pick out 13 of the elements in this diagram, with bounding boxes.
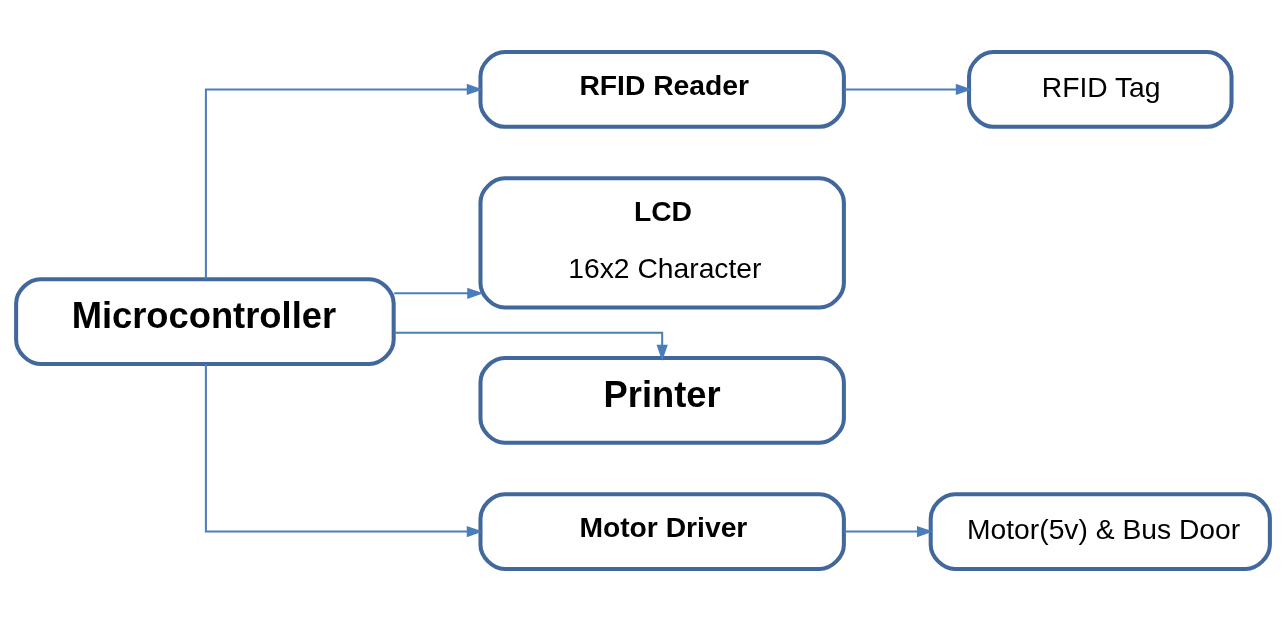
- arrow: [844, 83, 972, 95]
- arrow: [204, 83, 483, 279]
- node-box: Microcontroller: [14, 276, 396, 366]
- arrow: [394, 331, 668, 361]
- arrow: [204, 363, 483, 537]
- node-box: LCD 16x2 Character: [478, 175, 846, 309]
- node-box: Motor Driver: [478, 491, 846, 571]
- arrow: [394, 287, 484, 299]
- arrow: [844, 525, 934, 537]
- node-box: Printer: [478, 355, 846, 445]
- node-box: RFID Reader: [478, 49, 846, 129]
- node-box: Motor(5v) & Bus Door: [928, 491, 1272, 571]
- node-box: RFID Tag: [967, 49, 1234, 129]
